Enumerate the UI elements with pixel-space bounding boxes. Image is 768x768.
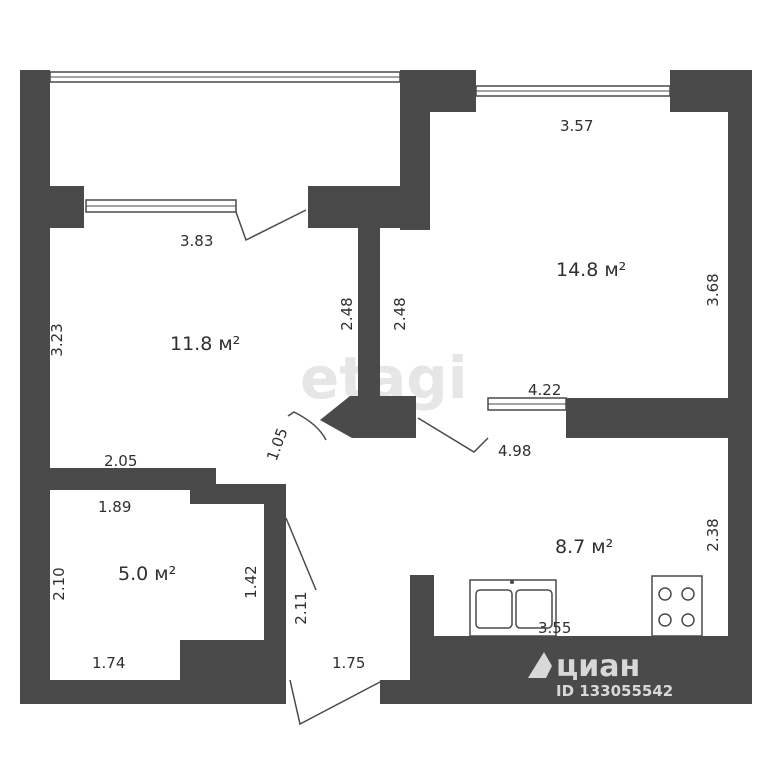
dim-bath-bottom: 1.74 xyxy=(92,654,125,672)
balcony xyxy=(20,71,430,228)
dim-right-left-wall: 2.48 xyxy=(391,297,409,330)
dim-left-left: 3.23 xyxy=(48,323,66,356)
dim-bath-right: 1.42 xyxy=(242,565,260,598)
room-left-area: 11.8 м² xyxy=(170,333,240,355)
dim-bath-left: 2.10 xyxy=(50,567,68,600)
kitchen-area: 8.7 м² xyxy=(555,536,613,558)
bathroom-area: 5.0 м² xyxy=(118,563,176,585)
interior-walls xyxy=(20,228,752,518)
dim-kitchen-bottom: 3.55 xyxy=(538,619,571,637)
dim-hall-side: 2.11 xyxy=(292,591,310,624)
svg-text:ID 133055542: ID 133055542 xyxy=(556,682,673,700)
dim-left-right: 2.48 xyxy=(338,297,356,330)
dim-hall-width: 1.75 xyxy=(332,654,365,672)
dim-left-top: 3.83 xyxy=(180,232,213,250)
cian-watermark: циан ID 133055542 xyxy=(528,649,673,700)
dim-bath-top: 1.89 xyxy=(98,498,131,516)
svg-text:циан: циан xyxy=(556,649,640,684)
sink xyxy=(469,579,557,637)
room-right-area: 14.8 м² xyxy=(556,259,626,281)
stove-icon xyxy=(651,575,703,637)
doors xyxy=(235,209,489,726)
dim-left-bottom: 2.05 xyxy=(104,452,137,470)
cian-logo-icon xyxy=(528,652,552,678)
dim-kitchen-top: 4.98 xyxy=(498,442,531,460)
dim-door-diag: 1.05 xyxy=(263,426,291,464)
dim-right-width: 3.57 xyxy=(560,117,593,135)
outer-walls xyxy=(20,70,752,704)
dim-right-bottom: 4.22 xyxy=(528,381,561,399)
dim-right-height: 3.68 xyxy=(704,273,722,306)
dim-kitchen-right: 2.38 xyxy=(704,518,722,551)
